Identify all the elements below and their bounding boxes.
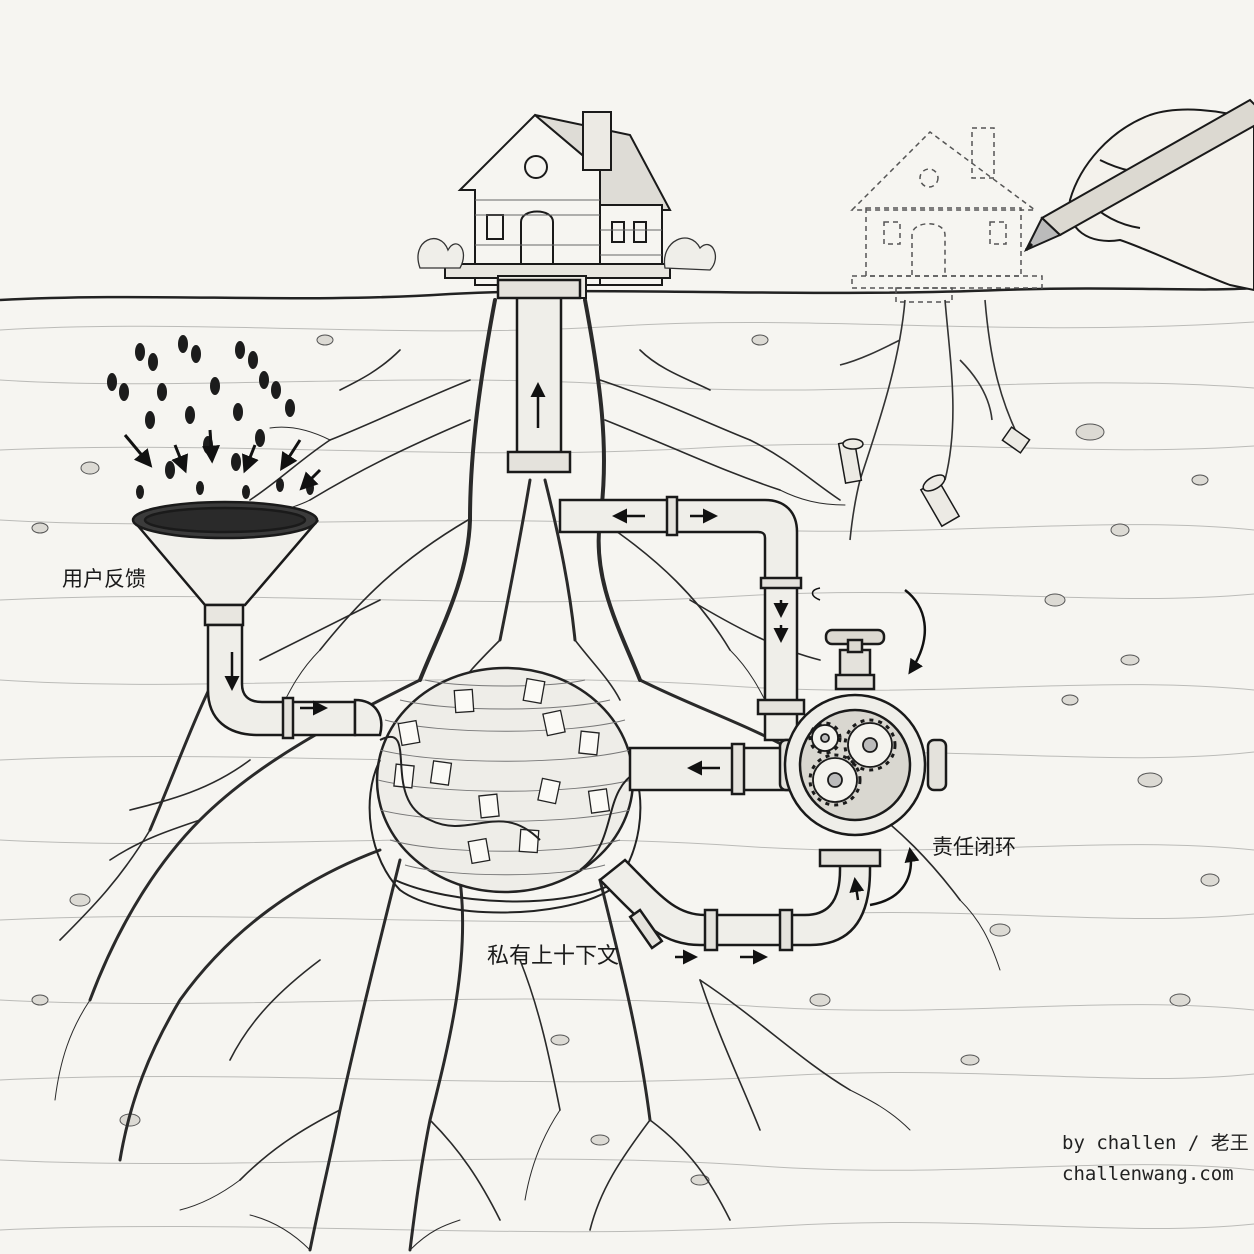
label-accountability-loop: 责任闭环 <box>932 835 1016 859</box>
context-ball-icon <box>368 666 642 914</box>
house-icon <box>444 111 672 299</box>
funnel-icon <box>131 500 319 627</box>
sketch-house-icon <box>850 127 1043 303</box>
label-user-feedback: 用户反馈 <box>62 567 146 591</box>
author-credit: by challen / 老王 challenwang.com <box>1062 1128 1249 1190</box>
credit-author: by challen / 老王 <box>1062 1132 1249 1154</box>
sketch-roots <box>839 299 1021 541</box>
feedback-arrows <box>123 429 322 491</box>
gear-valve-icon <box>778 628 948 837</box>
ground-line <box>0 286 1254 302</box>
pencil-hand-icon <box>1023 98 1254 292</box>
credit-site: challenwang.com <box>1062 1163 1234 1185</box>
bushes <box>417 237 716 271</box>
root-system <box>54 298 1001 1252</box>
pebbles <box>31 334 1220 1186</box>
arrow-icon <box>224 382 926 965</box>
label-private-context: 私有上十下文 <box>487 944 620 969</box>
footprint-icon <box>107 335 314 499</box>
broken-pipe-icon <box>837 426 1031 528</box>
